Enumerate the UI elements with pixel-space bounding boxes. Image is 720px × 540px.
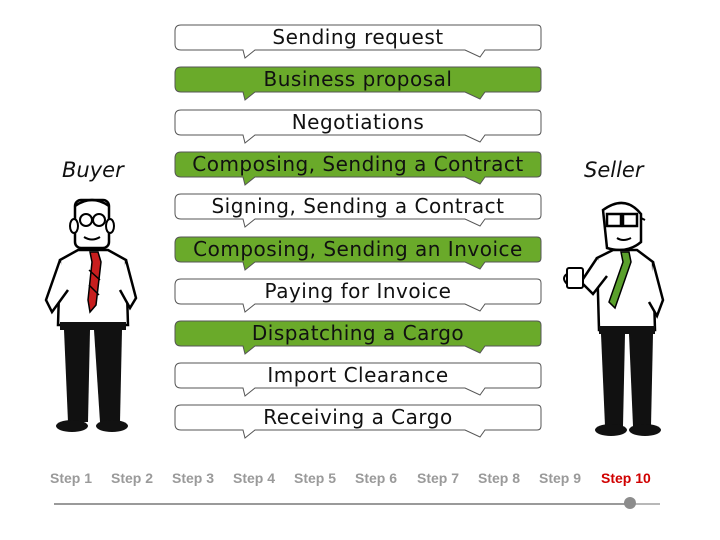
step-tab-5[interactable]: Step 5 bbox=[294, 470, 337, 486]
process-bubble bbox=[174, 151, 542, 186]
process-bubble bbox=[174, 320, 542, 355]
step-tab-10[interactable]: Step 10 bbox=[601, 470, 651, 486]
progress-track bbox=[54, 503, 660, 505]
process-bubble bbox=[174, 278, 542, 313]
step-tab-6[interactable]: Step 6 bbox=[355, 470, 398, 486]
process-bubble bbox=[174, 193, 542, 228]
process-step-label: Composing, Sending an Invoice bbox=[193, 237, 523, 261]
process-step-label: Composing, Sending a Contract bbox=[192, 152, 524, 176]
seller-label: Seller bbox=[584, 158, 644, 182]
process-bubble bbox=[174, 404, 542, 439]
step-tab-1[interactable]: Step 1 bbox=[50, 470, 93, 486]
step-tab-2[interactable]: Step 2 bbox=[111, 470, 154, 486]
progress-fill bbox=[54, 503, 630, 505]
process-bubbles bbox=[174, 24, 542, 439]
buyer-figure bbox=[44, 198, 138, 432]
step-tab-7[interactable]: Step 7 bbox=[417, 470, 460, 486]
process-step-label: Import Clearance bbox=[267, 363, 449, 387]
process-step-label: Negotiations bbox=[291, 110, 425, 134]
process-bubble bbox=[174, 66, 542, 101]
seller-figure bbox=[563, 201, 665, 436]
process-step-label: Paying for Invoice bbox=[264, 279, 452, 303]
buyer-label: Buyer bbox=[62, 158, 124, 182]
process-step-label: Business proposal bbox=[263, 67, 453, 91]
process-step-label: Signing, Sending a Contract bbox=[211, 194, 505, 218]
process-step-label: Sending request bbox=[272, 25, 444, 49]
process-bubble bbox=[174, 362, 542, 397]
process-step-label: Receiving a Cargo bbox=[263, 405, 453, 429]
step-navigation: Step 1 Step 2 Step 3 Step 4 Step 5 Step 6 Step… bbox=[0, 470, 720, 490]
process-bubble bbox=[174, 236, 542, 271]
step-tab-4[interactable]: Step 4 bbox=[233, 470, 276, 486]
step-tab-3[interactable]: Step 3 bbox=[172, 470, 215, 486]
step-tab-9[interactable]: Step 9 bbox=[539, 470, 582, 486]
process-step-label: Dispatching a Cargo bbox=[251, 321, 465, 345]
process-bubble bbox=[174, 109, 542, 144]
process-bubble bbox=[174, 24, 542, 59]
progress-knob[interactable] bbox=[624, 497, 636, 509]
step-tab-8[interactable]: Step 8 bbox=[478, 470, 521, 486]
